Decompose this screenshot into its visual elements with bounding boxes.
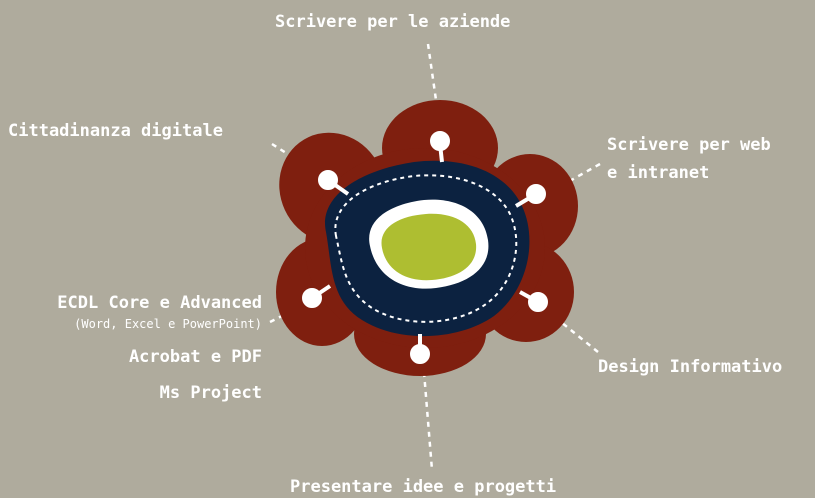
label-left-1: ECDL Core e Advanced xyxy=(57,293,262,313)
pin-top-left xyxy=(318,170,338,190)
pin-top-right xyxy=(526,184,546,204)
label-left-1-sub: (Word, Excel e PowerPoint) xyxy=(74,317,262,331)
label-right: Design Informativo xyxy=(598,357,783,377)
dashed-ring xyxy=(334,174,518,323)
label-top-right-line1: Scrivere per web xyxy=(607,135,771,155)
pin-top xyxy=(430,131,450,151)
pin-bottom xyxy=(410,344,430,364)
label-bottom: Presentare idee e progetti xyxy=(290,477,557,497)
label-left-2: Acrobat e PDF xyxy=(128,347,262,367)
label-top: Scrivere per le aziende xyxy=(275,12,511,32)
pin-left xyxy=(302,288,322,308)
label-top-right-line2: e intranet xyxy=(607,163,710,183)
connector-bottom xyxy=(422,371,434,471)
label-left-group: ECDL Core e Advanced (Word, Excel e Powe… xyxy=(57,292,262,404)
label-top-right: Scrivere per web e intranet xyxy=(607,134,771,184)
label-top-left: Cittadinanza digitale xyxy=(8,121,223,141)
pin-right xyxy=(528,292,548,312)
label-left-3: Ms Project xyxy=(159,383,262,403)
center-core xyxy=(381,213,477,281)
pins xyxy=(302,131,548,364)
